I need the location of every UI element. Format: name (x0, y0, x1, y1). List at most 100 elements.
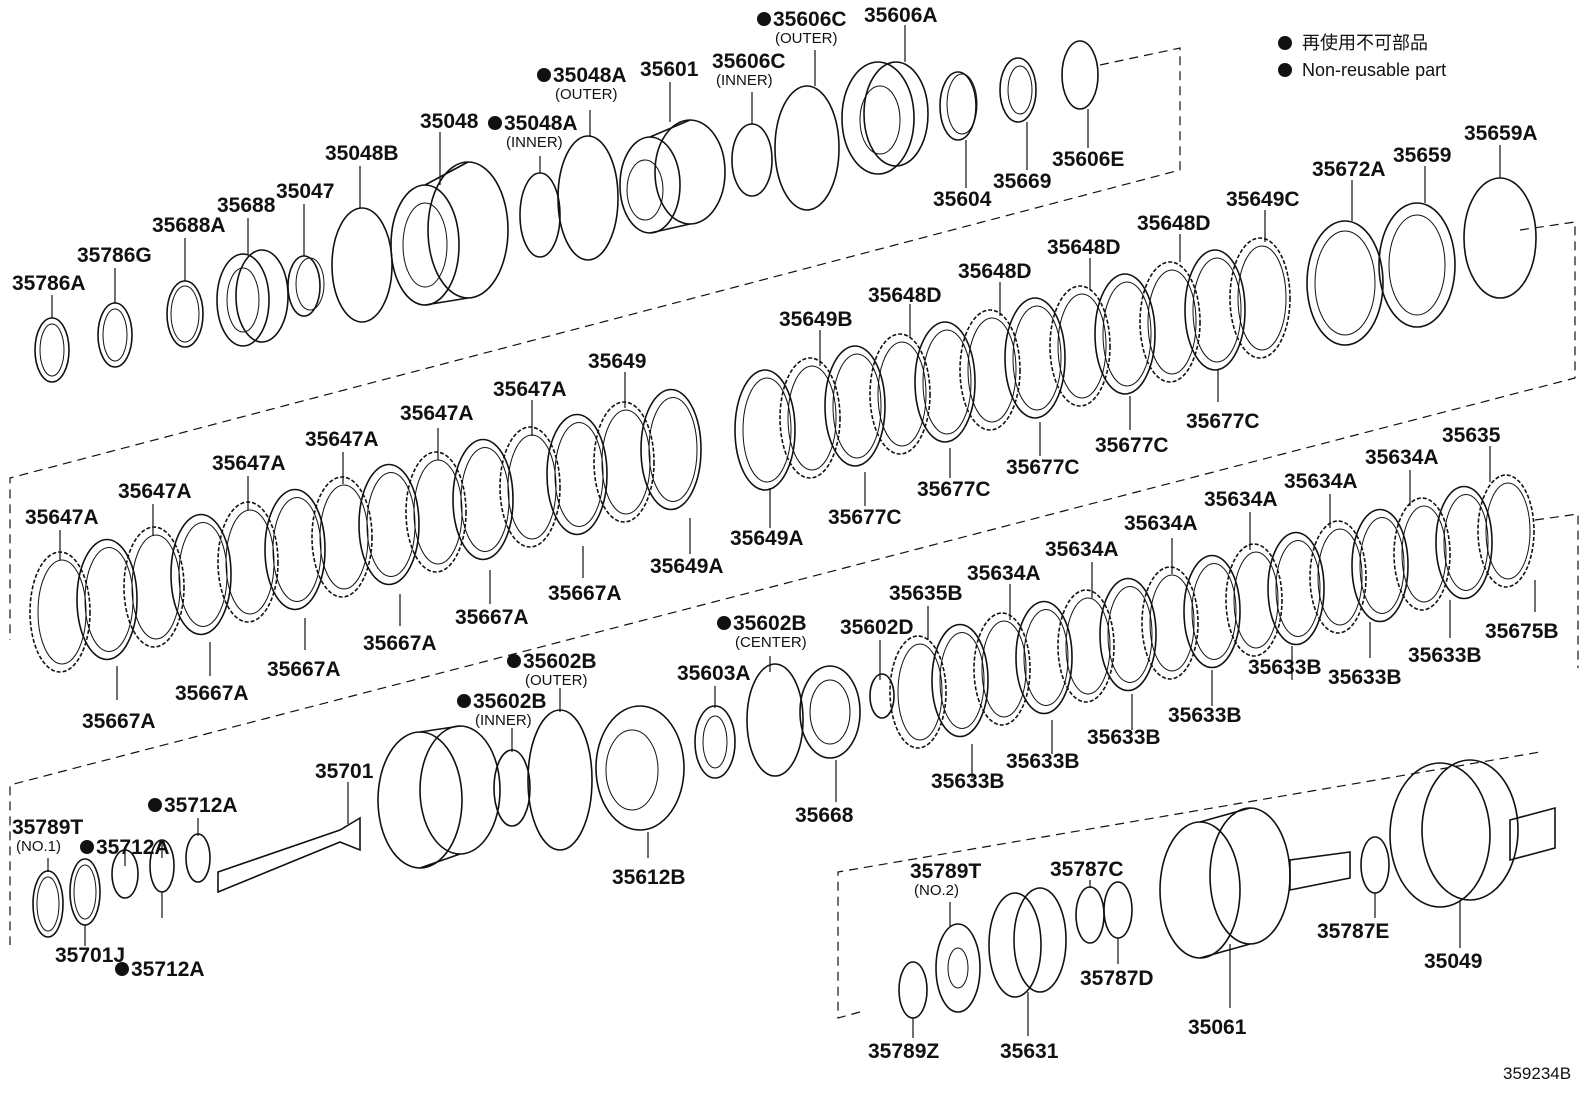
non-reusable-dot-icon (717, 616, 731, 630)
part-number-label: 35601 (640, 58, 699, 81)
part-number-label: 35649C (1226, 188, 1300, 211)
part-number-label: 35667A (548, 582, 622, 605)
part-number-label: 35659A (1464, 122, 1538, 145)
part-number-label: 35667A (455, 606, 529, 629)
non-reusable-dot-icon (457, 694, 471, 708)
part-number-label: 35677C (1095, 434, 1169, 457)
part-number-label: 35634A (1124, 512, 1198, 535)
part-number-label: 35712A (96, 836, 170, 859)
part-number-label: 35048A (553, 64, 627, 87)
part-number-label: 35648D (1137, 212, 1211, 235)
part-number-label: 35633B (1006, 750, 1080, 773)
non-reusable-dot-icon (537, 68, 551, 82)
legend-dot-jp-icon (1278, 36, 1292, 50)
part-qualifier-label: (INNER) (506, 134, 563, 151)
part-number-label: 35677C (1186, 410, 1260, 433)
part-number-label: 35787C (1050, 858, 1124, 881)
part-number-label: 35047 (276, 180, 334, 203)
part-qualifier-label: (CENTER) (735, 634, 807, 651)
part-qualifier-label: (OUTER) (525, 672, 588, 689)
part-number-label: 35672A (1312, 158, 1386, 181)
part-number-label: 35701J (55, 944, 125, 967)
non-reusable-dot-icon (757, 12, 771, 26)
part-number-label: 35648D (1047, 236, 1121, 259)
part-number-label: 35633B (1087, 726, 1161, 749)
part-number-label: 35633B (931, 770, 1005, 793)
part-number-label: 35633B (1248, 656, 1322, 679)
part-qualifier-label: (OUTER) (775, 30, 838, 47)
part-number-label: 35789T (12, 816, 83, 839)
part-number-label: 35649A (730, 527, 804, 550)
part-number-label: 35634A (1365, 446, 1439, 469)
part-number-label: 35606C (773, 8, 847, 31)
part-qualifier-label: (NO.1) (16, 838, 61, 855)
part-number-label: 35787D (1080, 967, 1154, 990)
part-qualifier-label: (OUTER) (555, 86, 618, 103)
non-reusable-dot-icon (507, 654, 521, 668)
part-qualifier-label: (INNER) (716, 72, 773, 89)
legend-japanese: 再使用不可部品 (1302, 33, 1428, 53)
part-number-label: 35602D (840, 616, 914, 639)
part-number-label: 35049 (1424, 950, 1482, 973)
part-qualifier-label: (INNER) (475, 712, 532, 729)
part-number-label: 35635 (1442, 424, 1501, 447)
part-number-label: 35634A (1204, 488, 1278, 511)
part-number-label: 35634A (1284, 470, 1358, 493)
part-number-label: 35789Z (868, 1040, 939, 1063)
part-number-label: 35647A (400, 402, 474, 425)
part-number-label: 35712A (164, 794, 238, 817)
part-number-label: 35634A (1045, 538, 1119, 561)
part-number-label: 35649 (588, 350, 646, 373)
part-number-label: 35647A (118, 480, 192, 503)
part-number-label: 35677C (1006, 456, 1080, 479)
part-number-label: 35688A (152, 214, 226, 237)
part-number-label: 35789T (910, 860, 981, 883)
part-number-label: 35669 (993, 170, 1051, 193)
part-number-label: 35647A (212, 452, 286, 475)
part-number-label: 35602B (733, 612, 807, 635)
part-number-label: 35677C (828, 506, 902, 529)
part-number-label: 35648D (868, 284, 942, 307)
part-number-label: 35647A (305, 428, 379, 451)
part-number-label: 35667A (175, 682, 249, 705)
part-number-label: 35606E (1052, 148, 1124, 171)
leader-lines (47, 25, 1536, 1038)
figure-code: 359234B (1503, 1064, 1571, 1083)
part-number-label: 35048 (420, 110, 479, 133)
part-number-label: 35667A (267, 658, 341, 681)
non-reusable-dot-icon (115, 962, 129, 976)
non-reusable-dot-icon (488, 116, 502, 130)
part-number-label: 35633B (1328, 666, 1402, 689)
part-number-label: 35635B (889, 582, 963, 605)
part-number-label: 35659 (1393, 144, 1451, 167)
part-number-label: 35647A (25, 506, 99, 529)
part-number-label: 35633B (1168, 704, 1242, 727)
part-number-label: 35786A (12, 272, 86, 295)
part-qualifier-label: (NO.2) (914, 882, 959, 899)
part-number-label: 35602B (523, 650, 597, 673)
non-reusable-dot-icon (148, 798, 162, 812)
part-number-label: 35602B (473, 690, 547, 713)
part-number-label: 35633B (1408, 644, 1482, 667)
part-number-label: 35606C (712, 50, 786, 73)
part-number-label: 35603A (677, 662, 751, 685)
part-number-label: 35048A (504, 112, 578, 135)
part-number-label: 35648D (958, 260, 1032, 283)
part-number-label: 35787E (1317, 920, 1389, 943)
group-outlines (9, 47, 1579, 1019)
part-drawings (29, 40, 1556, 1019)
legend-dot-en-icon (1278, 63, 1292, 77)
part-number-label: 35786G (77, 244, 152, 267)
part-number-label: 35606A (864, 4, 938, 27)
part-number-label: 35612B (612, 866, 686, 889)
part-number-label: 35634A (967, 562, 1041, 585)
part-number-label: 35631 (1000, 1040, 1059, 1063)
legend-english: Non-reusable part (1302, 60, 1446, 80)
part-number-label: 35675B (1485, 620, 1559, 643)
part-number-label: 35649A (650, 555, 724, 578)
part-number-label: 35667A (363, 632, 437, 655)
part-number-label: 35061 (1188, 1016, 1247, 1039)
part-number-label: 35688 (217, 194, 276, 217)
